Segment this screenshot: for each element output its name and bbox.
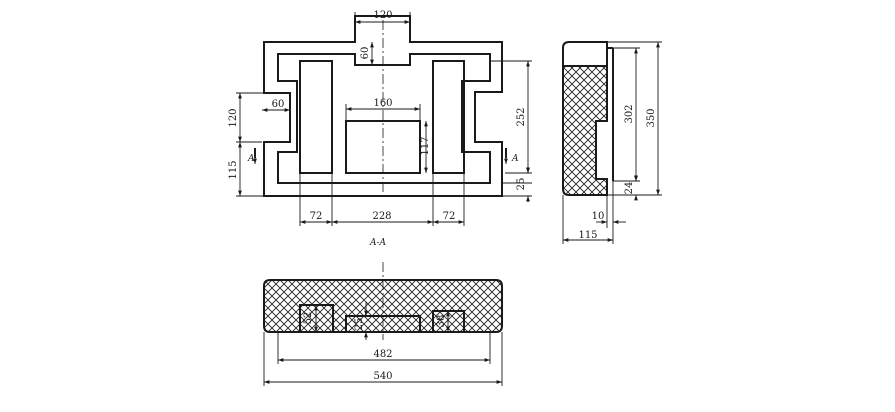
dim-pocket-left-label: 52 xyxy=(303,312,314,325)
dim-pocket-right-label: 38 xyxy=(436,315,447,328)
section-mark-left-label: A xyxy=(247,154,255,164)
dim-side-width-label: 115 xyxy=(578,230,597,241)
dim-total-length: 540 xyxy=(263,332,503,386)
dim-side-bottom-gap: 24 xyxy=(624,175,638,201)
section-title: A-A xyxy=(369,238,387,248)
dim-left-notch-width: 60 xyxy=(262,99,290,112)
dim-bottom-right-label: 72 xyxy=(443,211,456,222)
front-right-column xyxy=(432,60,465,174)
section-mark-right: A xyxy=(504,148,519,164)
dim-top-depth-label: 60 xyxy=(360,47,371,60)
dim-bottom-row: 72 228 72 xyxy=(299,173,465,226)
dim-left-lower-label: 115 xyxy=(228,160,239,179)
front-left-column xyxy=(299,60,333,174)
front-inner-outline xyxy=(277,53,491,184)
section-mark-left: A xyxy=(247,148,257,164)
dim-side-width: 115 xyxy=(562,195,614,244)
dim-left-notch-height-label: 120 xyxy=(228,108,239,127)
side-outline xyxy=(562,41,608,196)
dim-left-notch-width-label: 60 xyxy=(272,99,285,110)
dim-right-height-label: 252 xyxy=(516,107,527,126)
dim-inner-length: 482 xyxy=(277,332,491,364)
section-outline xyxy=(263,279,503,333)
dim-side-inner-height-label: 302 xyxy=(624,104,635,123)
section-view: A-A 52 25 38 482 xyxy=(263,238,503,386)
front-view: 120 60 160 60 120 115 xyxy=(228,10,532,226)
dim-top-depth: 60 xyxy=(360,42,374,65)
dim-pocket-left: 52 xyxy=(303,305,318,332)
dim-pocket-middle: 25 xyxy=(354,302,368,340)
dim-top-width: 120 xyxy=(354,10,411,24)
dim-left-vertical: 120 115 xyxy=(228,92,264,197)
dim-side-bottom-gap-label: 24 xyxy=(624,182,635,195)
front-outer-outline xyxy=(263,15,503,197)
dim-pocket-middle-label: 25 xyxy=(354,318,365,331)
dim-side-total-height-label: 350 xyxy=(646,108,657,127)
dim-bottom-left-label: 72 xyxy=(310,211,323,222)
dim-inner-length-label: 482 xyxy=(373,349,392,360)
dim-bottom-middle-label: 228 xyxy=(372,211,391,222)
dim-pocket-right: 38 xyxy=(436,311,450,332)
dim-side-inner-height: 302 xyxy=(613,47,640,182)
dim-inner-width-label: 160 xyxy=(373,98,392,109)
dim-right-height: 252 xyxy=(490,60,532,174)
section-mark-right-label: A xyxy=(511,154,519,164)
dim-top-width-label: 120 xyxy=(373,10,392,21)
dim-side-wall: 10 xyxy=(592,181,626,228)
side-view: 302 350 24 10 115 xyxy=(562,41,662,244)
dim-total-length-label: 540 xyxy=(373,371,392,382)
dim-inner-width: 160 xyxy=(345,98,421,121)
dim-side-wall-label: 10 xyxy=(592,211,605,222)
dim-inner-height: 117 xyxy=(420,121,431,173)
dim-bottom-gap: 25 xyxy=(502,167,532,202)
dim-inner-height-label: 117 xyxy=(420,136,431,155)
side-hatched-body xyxy=(563,66,607,195)
dim-bottom-gap-label: 25 xyxy=(516,178,527,191)
